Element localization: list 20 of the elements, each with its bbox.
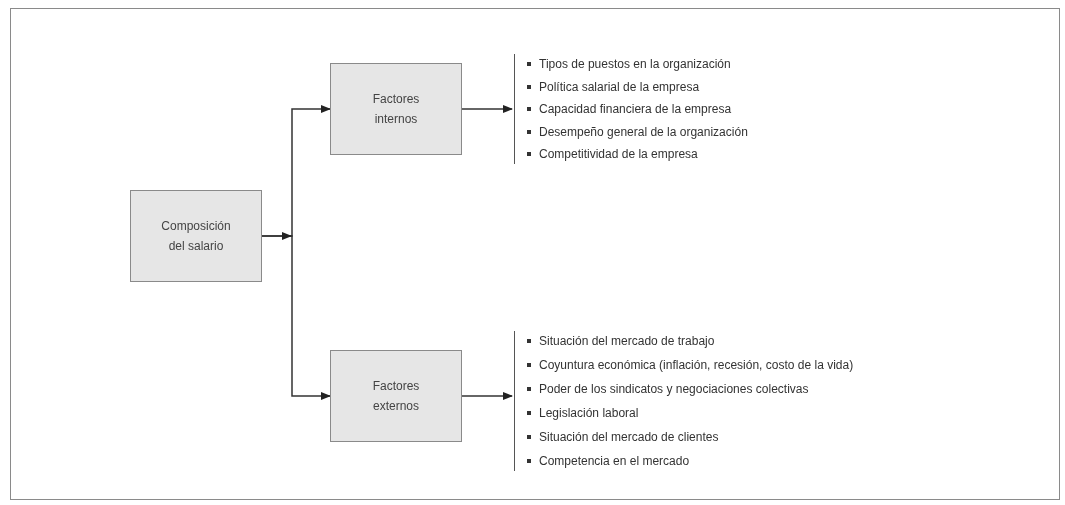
- arrow: [261, 235, 331, 400]
- list-item: Capacidad financiera de la empresa: [539, 101, 732, 117]
- list-item: Política salarial de la empresa: [539, 78, 700, 95]
- process-box: [130, 190, 262, 282]
- list-item: Competitividad de la empresa: [539, 146, 698, 162]
- process-box: [330, 63, 462, 155]
- list-item: Coyuntura económica (inflación, recesión, costo de la vida): [539, 357, 854, 373]
- list-item: Tipos de puestos en la organización: [539, 56, 731, 72]
- list-item: Situación del mercado de clientes: [539, 429, 719, 445]
- list-item: Situación del mercado de trabajo: [539, 333, 715, 349]
- arrow: [461, 392, 513, 400]
- list-item: Poder de los sindicatos y negociaciones colectivas: [539, 381, 809, 397]
- list-item: Desempeño general de la organización: [539, 123, 748, 140]
- box-label: Factores externos: [371, 378, 421, 415]
- box-label: Factores internos: [371, 91, 421, 128]
- list-item: Competencia en el mercado: [539, 453, 690, 469]
- arrow: [461, 105, 513, 113]
- process-box: [330, 350, 462, 442]
- list-item: Legislación laboral: [539, 405, 639, 421]
- box-label: Composición del salario: [160, 218, 232, 255]
